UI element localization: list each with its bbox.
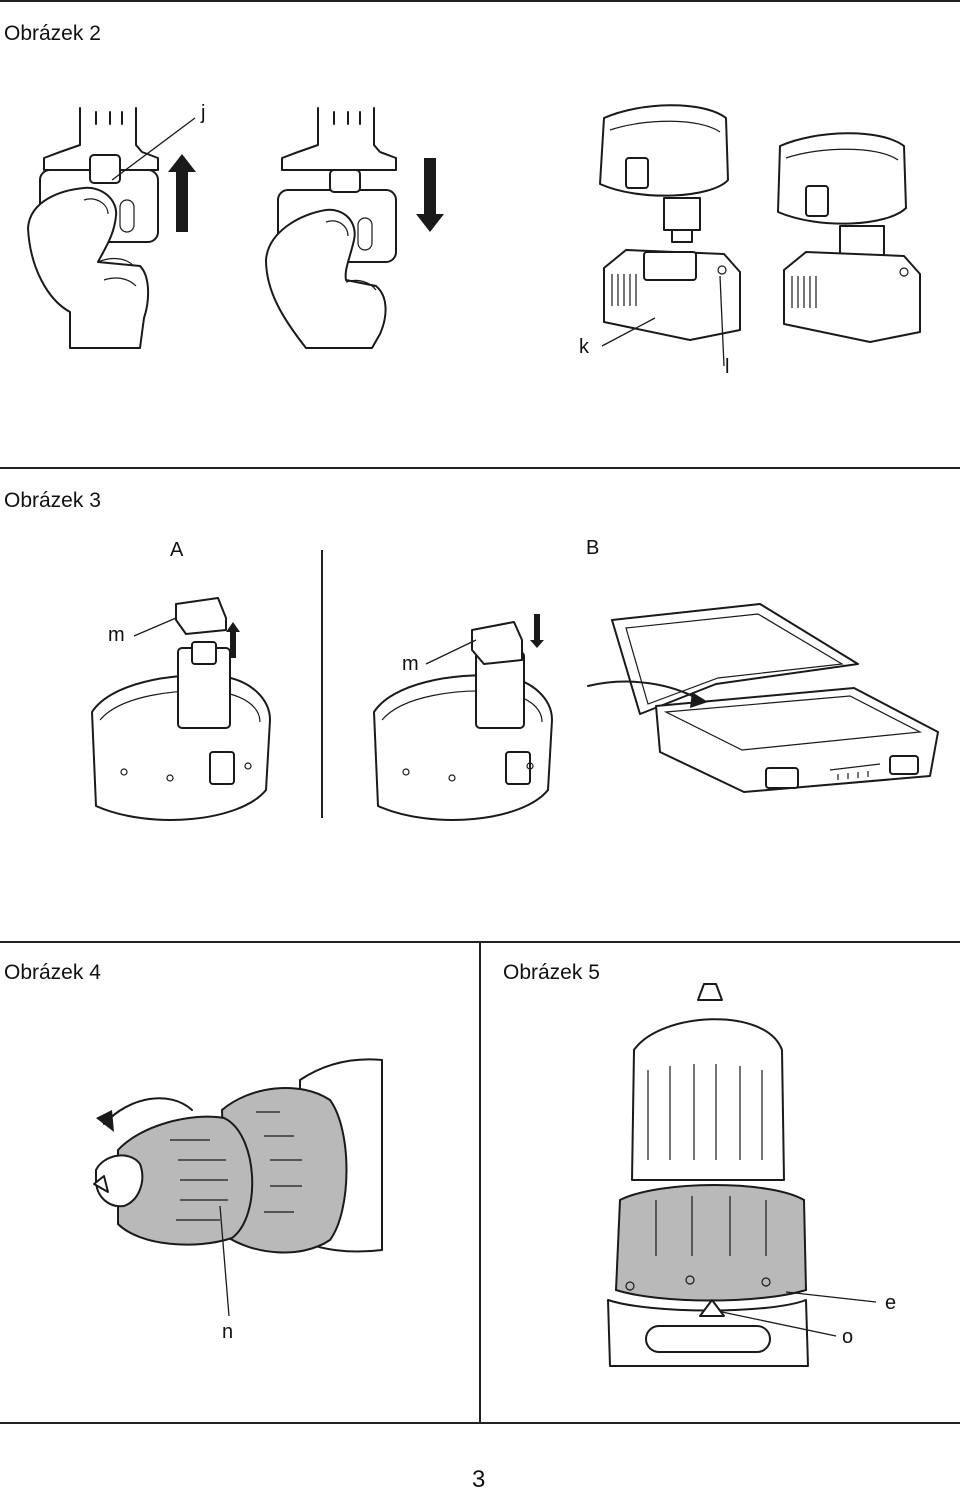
fig3-panel-a-label: A (170, 539, 184, 561)
top-rule (0, 0, 960, 2)
divider-fig4-fig5 (479, 943, 481, 1423)
callout-j: j (201, 102, 206, 124)
fig2-hand-remove-battery (27, 107, 196, 349)
fig5-caption: Obrázek 5 (503, 961, 600, 984)
fig2-caption: Obrázek 2 (4, 22, 101, 45)
callout-l: l (725, 356, 730, 378)
callout-n: n (222, 1321, 234, 1343)
fig3-storage-case (587, 603, 939, 793)
callout-e: e (885, 1292, 897, 1314)
callout-k: k (579, 336, 589, 358)
fig3-battery-b-with-cap (373, 614, 553, 821)
fig3-caption: Obrázek 3 (4, 489, 101, 512)
callout-m-b: m (402, 653, 419, 675)
fig3-panel-b-label: B (586, 537, 600, 559)
fig3-battery-a-with-cap (91, 597, 271, 821)
fig2-hand-insert-battery (265, 107, 444, 349)
fig4-drill-chuck (93, 1058, 383, 1317)
fig2-charger-pair (599, 104, 921, 367)
rule-above-fig3 (0, 467, 960, 469)
rule-above-fig4 (0, 941, 960, 943)
fig5-chuck-collar (607, 983, 877, 1367)
divider-fig3-a-b (321, 550, 323, 818)
page-number: 3 (472, 1466, 486, 1493)
callout-o: o (842, 1326, 854, 1348)
fig4-caption: Obrázek 4 (4, 961, 101, 984)
callout-m-a: m (108, 624, 125, 646)
rule-bottom (0, 1422, 960, 1424)
